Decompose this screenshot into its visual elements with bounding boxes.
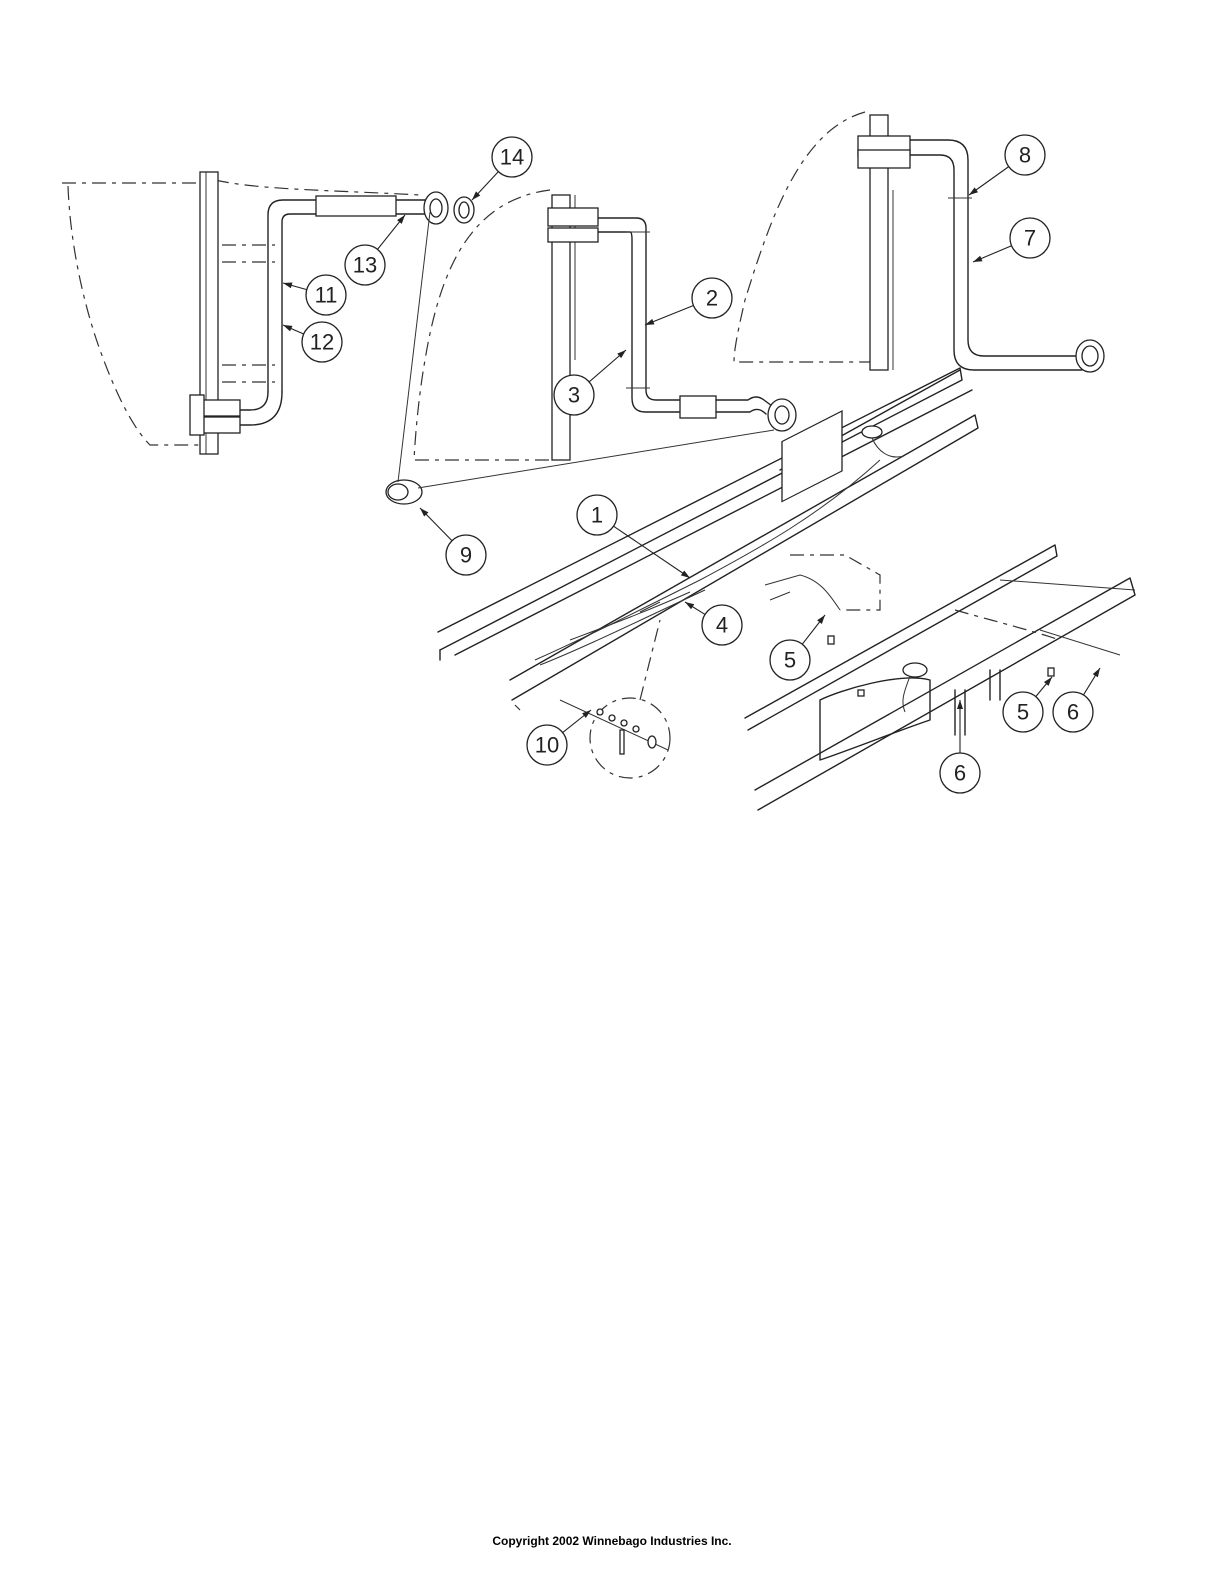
callout-c9: 9 (420, 508, 486, 575)
callout-number: 9 (460, 543, 472, 568)
copyright-footer: Copyright 2002 Winnebago Industries Inc. (0, 1534, 1224, 1548)
callout-number: 5 (784, 648, 796, 673)
callout-number: 1 (591, 503, 603, 528)
left-wall-assembly (62, 172, 474, 454)
light-fixture-9 (386, 212, 774, 504)
callout-arrowhead (969, 187, 978, 195)
callout-number: 2 (706, 286, 718, 311)
callout-number: 7 (1024, 226, 1036, 251)
callout-c4: 4 (685, 602, 742, 645)
callout-number: 11 (315, 283, 338, 308)
callout-c7: 7 (973, 218, 1050, 262)
callout-number: 6 (1067, 700, 1079, 725)
callout-number: 3 (568, 383, 580, 408)
callout-arrowhead (817, 615, 825, 624)
callout-number: 10 (535, 733, 559, 758)
callout-c2: 2 (645, 278, 732, 325)
callout-arrowhead (973, 256, 982, 262)
callout-arrowhead (681, 570, 690, 578)
callout-number: 6 (954, 761, 966, 786)
callout-leader-line (614, 526, 690, 578)
callout-number: 14 (500, 145, 524, 170)
callout-c6b: 6 (1053, 668, 1100, 732)
callout-arrowhead (397, 215, 405, 224)
callout-c14: 14 (472, 137, 532, 200)
callout-number: 12 (310, 330, 334, 355)
middle-wall-assembly (414, 190, 796, 460)
callout-c6a: 6 (940, 700, 980, 793)
frame-rail-left (438, 368, 978, 710)
callout-c8: 8 (969, 135, 1045, 195)
callout-arrowhead (283, 325, 292, 331)
callout-arrowhead (957, 700, 963, 709)
callout-c10: 10 (527, 710, 591, 765)
callout-c5a: 5 (770, 615, 825, 680)
callout-number: 13 (353, 253, 377, 278)
callout-arrowhead (685, 602, 694, 609)
callout-c5b: 5 (1003, 677, 1052, 732)
callout-c12: 12 (283, 322, 342, 362)
callout-number: 4 (716, 613, 728, 638)
callout-number: 8 (1019, 143, 1031, 168)
detail-circle-10 (560, 620, 670, 778)
callout-number: 5 (1017, 700, 1029, 725)
callout-c13: 13 (345, 215, 405, 285)
callout-arrowhead (1093, 668, 1100, 677)
callout-c1: 1 (577, 495, 690, 578)
callout-c11: 11 (283, 275, 346, 315)
callout-arrowhead (283, 283, 292, 289)
